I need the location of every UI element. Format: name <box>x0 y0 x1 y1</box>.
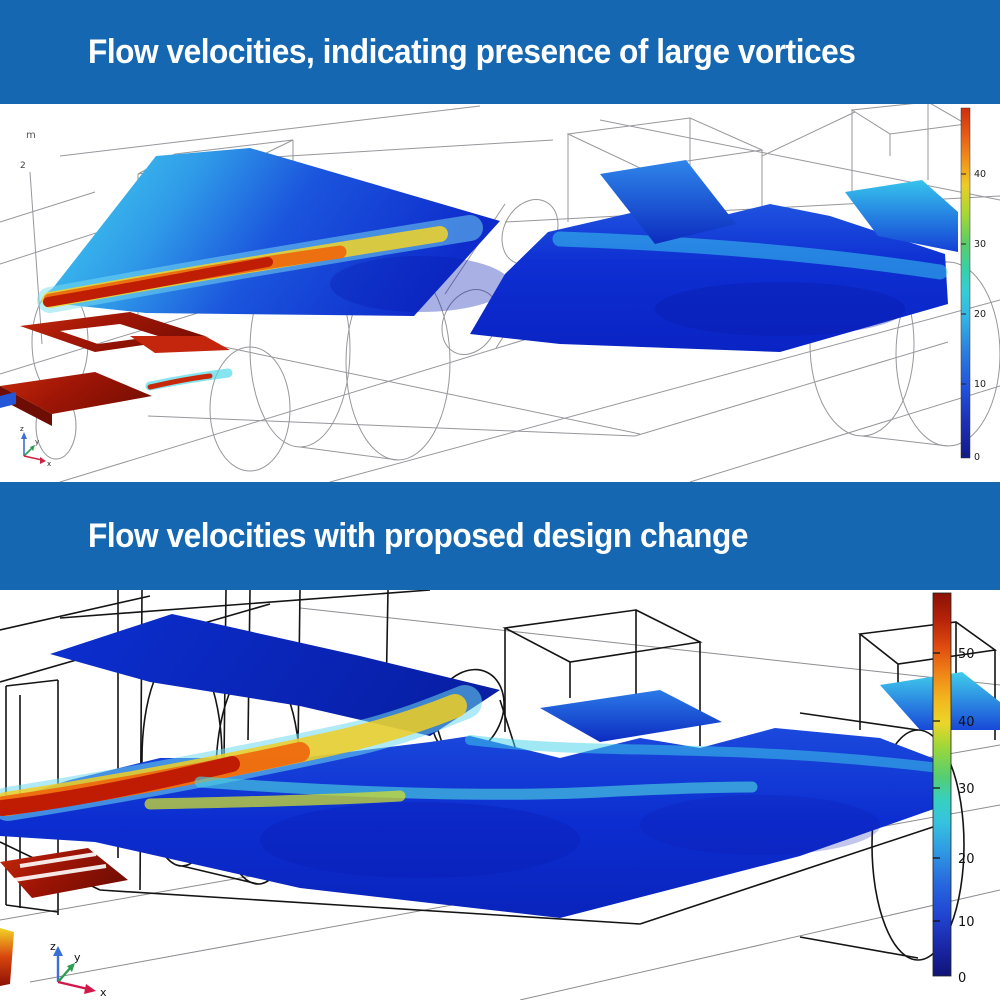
panel2-triad-y-label: y <box>74 951 81 964</box>
colorbar1-tick-30: 30 <box>974 239 986 250</box>
panel1-inlet-surfaces <box>0 312 233 426</box>
colorbar2-tick-20: 20 <box>958 852 975 867</box>
panel1-triad-z-label: z <box>20 425 24 433</box>
panel1-triad-y-label: y <box>35 438 39 446</box>
panel1-inlet-jet <box>37 215 483 313</box>
panel1-axis-tick-label: 2 <box>20 161 26 171</box>
panel2-colorbar: 50 40 30 20 10 0 <box>932 592 975 986</box>
panel2-inlet-surfaces <box>0 848 128 986</box>
colorbar1-tick-40: 40 <box>974 169 986 180</box>
colorbar2-tick-30: 30 <box>958 782 975 797</box>
panel1-colorbar: 40 30 20 10 0 <box>960 107 986 463</box>
panel2-title: Flow velocities with proposed design cha… <box>88 516 748 555</box>
colorbar2-tick-0: 0 <box>958 971 966 986</box>
panel2-triad-z-label: z <box>50 940 56 953</box>
panel2-velocity-slices <box>0 614 1000 986</box>
panel1-scene: m 2 z y x 40 30 20 10 0 <box>0 104 1000 482</box>
colorbar2-tick-50: 50 <box>958 647 975 662</box>
panel1-triad-x-label: x <box>47 460 51 468</box>
colorbar1-tick-20: 20 <box>974 309 986 320</box>
panel1-axis-triad: z y x <box>20 425 51 468</box>
colorbar2-tick-10: 10 <box>958 915 975 930</box>
panel1-title-banner: Flow velocities, indicating presence of … <box>0 0 1000 104</box>
panel2-triad-x-label: x <box>100 986 107 999</box>
panel2-scene: z y x 50 40 30 20 10 0 <box>0 590 1000 1000</box>
panel2-axis-triad: z y x <box>50 940 107 999</box>
colorbar1-tick-10: 10 <box>974 379 986 390</box>
panel2-inlet-jet <box>0 685 758 821</box>
panel1-unit-label: m <box>26 130 36 141</box>
panel1-title: Flow velocities, indicating presence of … <box>88 32 856 71</box>
colorbar1-tick-0: 0 <box>974 452 980 463</box>
panel1-velocity-slices <box>0 148 958 426</box>
panel2-cfd-plot: z y x 50 40 30 20 10 0 <box>0 590 1000 1000</box>
panel1-cfd-plot: m 2 z y x 40 30 20 10 0 <box>0 104 1000 482</box>
panel2-title-banner: Flow velocities with proposed design cha… <box>0 482 1000 590</box>
colorbar2-tick-40: 40 <box>958 715 975 730</box>
